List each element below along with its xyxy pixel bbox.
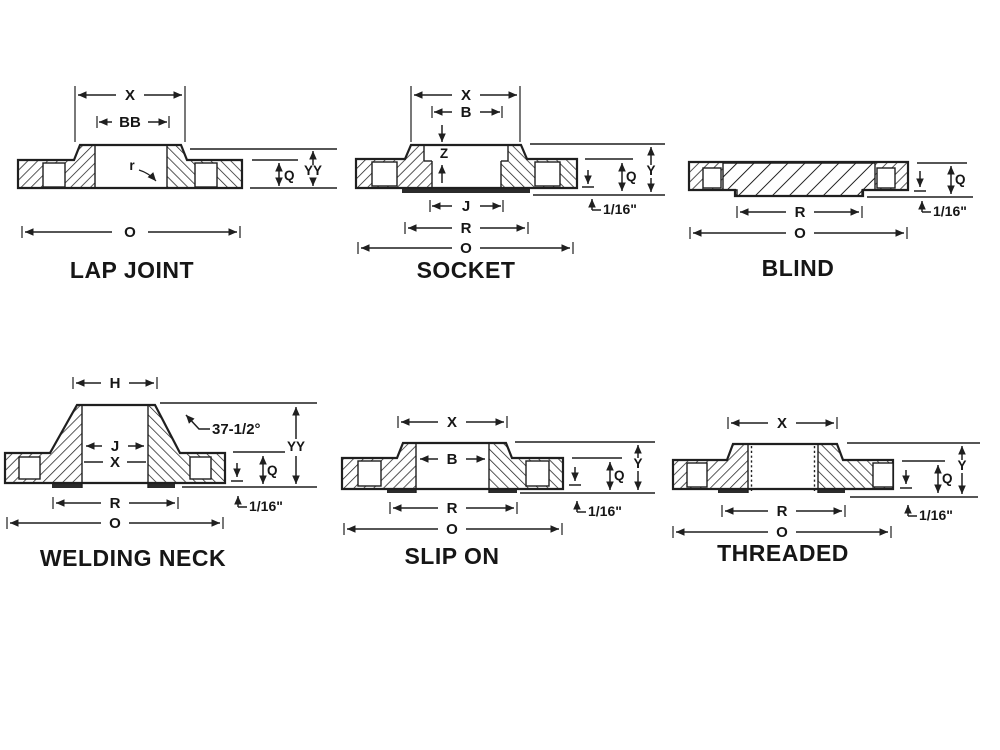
dim-y-label: Y (646, 163, 655, 178)
threaded-diagram: X R O Y Q 1/16" THREADED (671, 415, 980, 566)
socket-counterbore (424, 145, 508, 161)
bolt-hole (357, 460, 382, 487)
radius-label: r (129, 158, 135, 173)
dim-o-label: O (124, 224, 136, 241)
dim-r-label: R (461, 220, 472, 237)
rf-height-label: 1/16" (933, 203, 967, 219)
bolt-hole (18, 456, 41, 480)
rf-height-label: 1/16" (588, 503, 622, 519)
dim-o-label: O (446, 521, 458, 538)
socket-diagram: Z X B J R O Y Q (354, 86, 665, 283)
raised-face (402, 188, 530, 193)
plate-center-hatch (722, 162, 876, 197)
flange-outline (687, 160, 910, 198)
bore-opening (748, 445, 818, 493)
bolt-hole (534, 161, 561, 187)
dim-yy-label: YY (287, 439, 305, 454)
bolt-hole (876, 167, 896, 189)
slip-on-diagram: B X R O Y Q 1/16" SLIP ON (340, 414, 655, 569)
bolt-hole (872, 462, 894, 488)
threaded-title: THREADED (717, 540, 849, 566)
rf-height-label: 1/16" (603, 201, 637, 217)
dim-x-label: X (461, 87, 471, 104)
bevel-angle-label: 37-1/2° (212, 421, 261, 438)
dim-x-label: X (777, 415, 787, 432)
bolt-hole (371, 161, 398, 187)
dim-x-label: X (125, 87, 135, 104)
dim-j-label: J (462, 198, 470, 215)
bolt-hole (194, 162, 218, 188)
dim-r-label: R (777, 503, 788, 520)
dim-r-label: R (447, 500, 458, 517)
dim-o-label: O (776, 524, 788, 541)
dim-b-label: B (447, 451, 458, 468)
dim-o-label: O (794, 225, 806, 242)
dim-b-label: B (461, 104, 472, 121)
dim-q-label: Q (626, 169, 637, 184)
blind-diagram: R O Q 1/16" BLIND (687, 160, 973, 281)
bevel-angle-leader (185, 414, 210, 430)
dim-o-label: O (460, 240, 472, 257)
dim-z-label: Z (440, 146, 448, 161)
dim-yy-label: YY (304, 163, 322, 178)
welding-neck-diagram: H 37-1/2° J X YY Q 1/16" R O WELDING NEC… (3, 375, 317, 571)
dim-j-label: J (111, 438, 119, 455)
flange-outline (3, 403, 227, 485)
rf-height-label: 1/16" (249, 498, 283, 514)
dim-q-label: Q (942, 471, 953, 486)
blind-title: BLIND (762, 255, 835, 281)
dim-r-label: R (110, 495, 121, 512)
bolt-hole (525, 460, 550, 487)
dim-y-label: Y (957, 458, 966, 473)
dim-bb-label: BB (119, 114, 141, 131)
slip-on-title: SLIP ON (404, 543, 499, 569)
radius-leader-arrow (138, 169, 157, 182)
dim-y-label: Y (633, 456, 642, 471)
flange-outline (354, 143, 579, 190)
bolt-hole (189, 456, 212, 480)
dim-x-label: X (447, 414, 457, 431)
bore-opening (416, 444, 489, 493)
bolt-hole (42, 162, 66, 188)
flange-outline (16, 143, 244, 190)
bolt-hole (702, 167, 722, 189)
rf-height-label: 1/16" (919, 507, 953, 523)
dim-q-label: Q (614, 468, 625, 483)
dim-x-label: X (110, 454, 120, 471)
lap-joint-diagram: r X BB O Q YY LAP JOINT (16, 86, 337, 283)
dim-r-label: R (795, 204, 806, 221)
dim-q-label: Q (955, 172, 966, 187)
dim-o-label: O (109, 515, 121, 532)
bolt-hole (686, 462, 708, 488)
socket-title: SOCKET (417, 257, 516, 283)
dim-q-label: Q (267, 463, 278, 478)
dim-q-label: Q (284, 168, 295, 183)
flange-outline (671, 442, 895, 491)
welding-neck-title: WELDING NECK (40, 545, 226, 571)
lap-joint-title: LAP JOINT (70, 257, 194, 283)
dim-h-label: H (110, 375, 121, 392)
